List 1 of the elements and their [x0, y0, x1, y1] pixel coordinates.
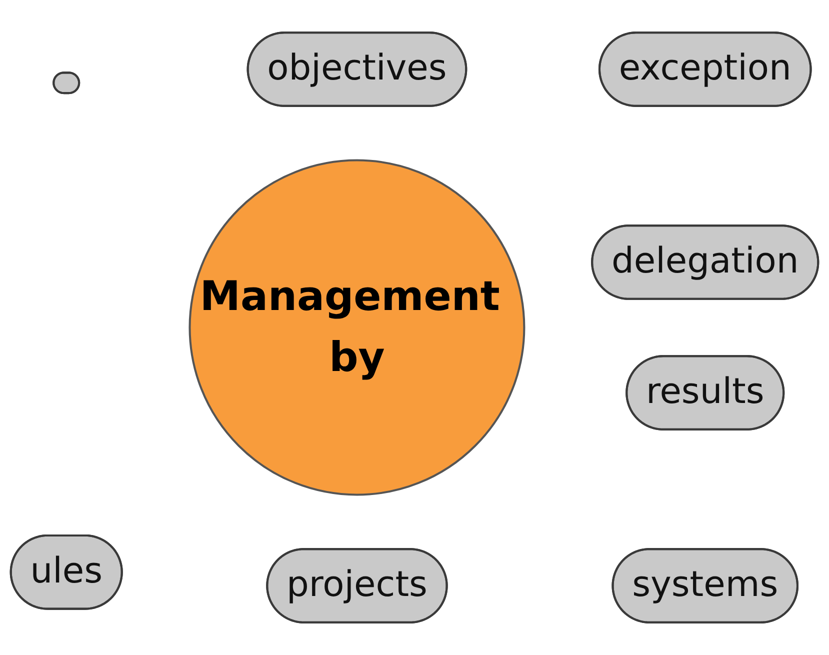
node-circle: Management by [188, 159, 526, 496]
